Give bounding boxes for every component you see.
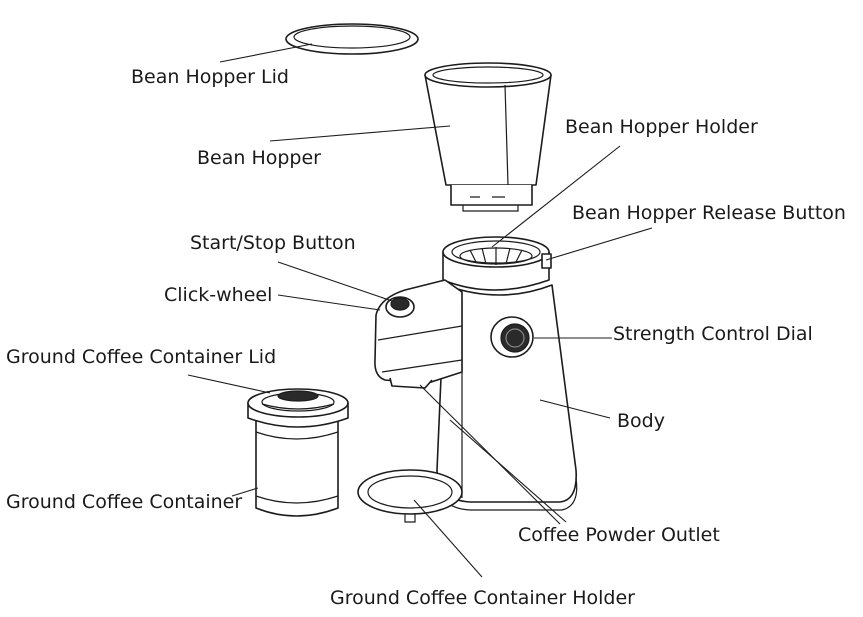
grinder-head-part bbox=[374, 279, 463, 389]
leader-ground-coffee-container bbox=[231, 487, 259, 497]
bean-hopper-lid-part bbox=[285, 23, 419, 55]
leader-click-wheel bbox=[277, 294, 381, 311]
label-bean-hopper-lid: Bean Hopper Lid bbox=[131, 66, 289, 88]
leader-lines bbox=[187, 43, 653, 578]
leader-coffee-powder-outlet-2 bbox=[449, 419, 567, 523]
label-ground-coffee-container-lid: Ground Coffee Container Lid bbox=[6, 346, 277, 368]
ground-coffee-container-holder-part bbox=[357, 469, 463, 523]
start-stop-button-part bbox=[385, 296, 415, 318]
leader-bean-hopper-lid bbox=[219, 43, 313, 63]
leader-start-stop-button bbox=[277, 261, 393, 302]
label-start-stop-button: Start/Stop Button bbox=[190, 232, 356, 254]
label-bean-hopper-holder: Bean Hopper Holder bbox=[565, 116, 758, 138]
label-click-wheel: Click-wheel bbox=[164, 284, 273, 306]
label-body: Body bbox=[617, 410, 665, 432]
leader-ground-coffee-container-lid bbox=[187, 374, 271, 394]
bean-hopper-holder-part bbox=[442, 236, 552, 291]
leader-bean-hopper-release-button bbox=[545, 227, 653, 261]
label-bean-hopper: Bean Hopper bbox=[197, 147, 321, 169]
label-bean-hopper-release-button: Bean Hopper Release Button bbox=[572, 202, 846, 224]
label-strength-control-dial: Strength Control Dial bbox=[613, 323, 813, 345]
leader-bean-hopper-holder bbox=[491, 145, 621, 248]
label-coffee-powder-outlet: Coffee Powder Outlet bbox=[518, 524, 720, 546]
label-ground-coffee-container: Ground Coffee Container bbox=[6, 491, 243, 513]
strength-control-dial-part bbox=[490, 316, 534, 358]
leader-bean-hopper bbox=[269, 125, 451, 142]
leader-ground-coffee-container-holder bbox=[413, 499, 483, 578]
label-ground-coffee-container-holder: Ground Coffee Container Holder bbox=[330, 587, 635, 609]
ground-coffee-container-part bbox=[255, 414, 339, 517]
ground-coffee-container-lid-part bbox=[247, 388, 349, 428]
bean-hopper-part bbox=[424, 62, 552, 212]
leader-body bbox=[539, 399, 611, 419]
